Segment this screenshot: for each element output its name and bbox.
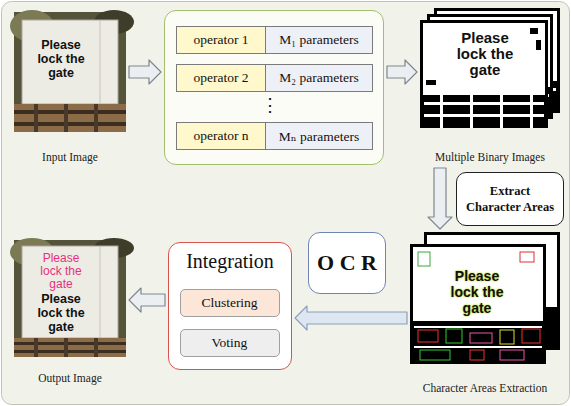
binary-image-stack — [500, 95, 503, 128]
method-label: Voting — [212, 335, 248, 351]
image-panel: Please lock the gatePlease lock the gate… — [14, 240, 126, 386]
integration-heading: Integration — [186, 248, 274, 274]
step-label: Extract Character Areas — [461, 183, 559, 215]
input-photo — [94, 104, 98, 132]
input-photo — [14, 104, 126, 132]
character-area-stack — [522, 329, 540, 343]
input-photo — [14, 122, 126, 126]
binary-image-stack — [536, 40, 541, 50]
operator-cell: operator n — [176, 122, 266, 150]
input-photo — [10, 10, 134, 132]
operator-group: ⋮ operator 1 M₁ parameters operator 2 M₂ par… — [164, 10, 384, 165]
parameter-cell: Mₙ parameters — [266, 122, 373, 150]
character-area-stack — [446, 329, 462, 343]
parameter-cell: M₁ parameters — [266, 26, 373, 54]
image-caption: Character Areas Extraction — [410, 382, 560, 395]
character-area-stack — [414, 326, 542, 328]
output-photo — [10, 238, 134, 357]
binary-image-stack — [530, 28, 538, 34]
ellipsis-mark: ⋮ — [255, 93, 285, 117]
output-photo — [14, 240, 126, 357]
input-photo — [14, 12, 126, 132]
character-area-stack — [500, 330, 514, 344]
parameter-label: M₂ parameters — [279, 70, 358, 86]
binary-image-stack — [426, 80, 436, 85]
block-arrow — [387, 60, 417, 84]
output-photo — [64, 338, 68, 357]
input-photo — [14, 110, 126, 114]
binary-image-stack — [440, 95, 443, 128]
binary-image-stack — [420, 20, 548, 128]
output-photo — [14, 350, 126, 353]
input-photo — [100, 20, 101, 104]
parameter-label: M₁ parameters — [279, 32, 358, 48]
output-photo — [94, 338, 98, 357]
output-photo — [14, 342, 126, 345]
sign-text: Please lock the gate — [445, 268, 509, 316]
method-box: Voting — [180, 329, 280, 357]
character-area-stack — [418, 252, 430, 266]
character-area-stack — [470, 350, 484, 360]
image-panel: Please lock the gateInput Image — [14, 12, 126, 165]
ocr-label: O C R — [317, 250, 377, 276]
method-box: Clustering — [180, 289, 280, 317]
binary-image-stack — [420, 8, 560, 128]
method-label: Clustering — [201, 295, 257, 311]
block-arrow — [428, 168, 452, 229]
binary-image-stack — [530, 95, 533, 128]
character-area-stack — [410, 232, 560, 364]
block-arrow — [129, 60, 161, 84]
sign-text: Please lock the gate — [450, 30, 520, 78]
sign-text: Please lock the gate — [31, 38, 91, 80]
input-photo — [34, 104, 38, 132]
sign-text: Please lock the gate — [31, 292, 91, 334]
character-area-stack — [520, 252, 534, 262]
character-area-stack — [410, 244, 546, 364]
integration-box: IntegrationClusteringVoting — [168, 242, 292, 370]
block-arrow — [295, 306, 407, 330]
step-box: Extract Character Areas — [456, 172, 564, 226]
output-photo — [100, 246, 101, 338]
operator-cell: operator 1 — [176, 26, 266, 54]
image-panel: Please lock the gateMultiple Binary Imag… — [420, 8, 560, 165]
output-photo — [34, 338, 38, 357]
character-area-stack — [420, 350, 450, 360]
recognized-text: Please lock the gate — [34, 252, 88, 291]
character-area-stack — [413, 247, 543, 321]
block-arrow — [129, 288, 165, 312]
input-photo — [22, 20, 118, 104]
character-area-stack — [470, 333, 492, 343]
image-caption: Input Image — [14, 151, 126, 164]
input-photo — [64, 104, 68, 132]
output-photo — [14, 338, 126, 357]
output-photo — [22, 246, 118, 338]
operator-cell: operator 2 — [176, 64, 266, 92]
operator-label: operator 1 — [193, 32, 248, 48]
image-caption: Multiple Binary Images — [420, 151, 560, 164]
binary-image-stack — [423, 23, 545, 95]
binary-image-stack — [470, 95, 473, 128]
ocr-box: O C R — [308, 232, 386, 294]
parameter-cell: M₂ parameters — [266, 64, 373, 92]
image-caption: Output Image — [14, 372, 126, 385]
character-area-stack — [418, 330, 438, 342]
operator-label: operator n — [193, 128, 248, 144]
image-panel: Please lock the gateCharacter Areas Extr… — [410, 232, 560, 398]
character-area-stack — [414, 346, 542, 348]
operator-label: operator 2 — [193, 70, 248, 86]
parameter-label: Mₙ parameters — [279, 128, 359, 145]
character-area-stack — [500, 350, 524, 360]
